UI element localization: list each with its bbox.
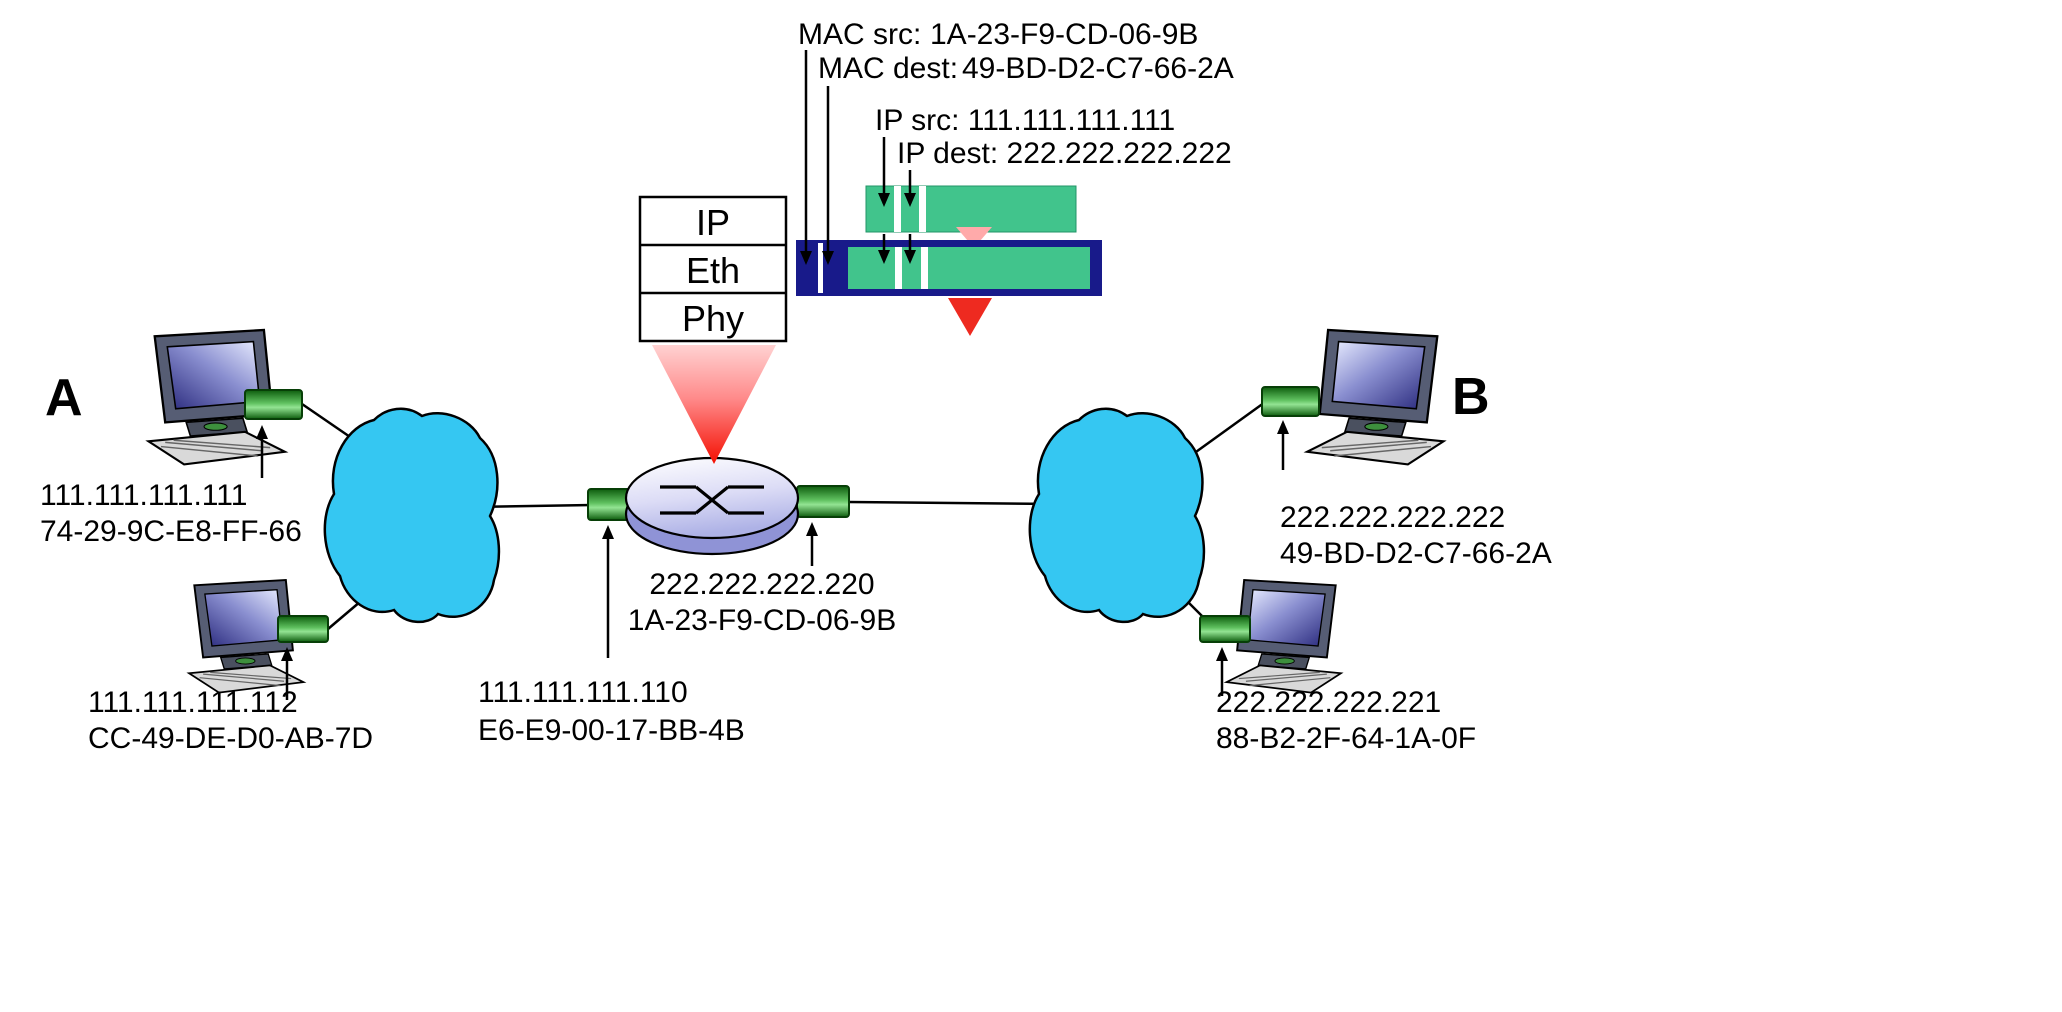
mac-src-value: 1A-23-F9-CD-06-9B xyxy=(930,18,1198,51)
mac-dest-value: 49-BD-D2-C7-66-2A xyxy=(962,52,1234,85)
datagram-field-divider xyxy=(894,186,901,232)
frame-send-arrow-icon xyxy=(948,298,992,336)
frame-field-divider xyxy=(818,243,823,293)
host-b-mac-label: 49-BD-D2-C7-66-2A xyxy=(1280,537,1552,570)
link-router-cloud-right xyxy=(847,500,1061,506)
network-cloud-right-icon xyxy=(1028,407,1206,624)
host-a2-nic-icon xyxy=(277,615,329,643)
host-b-nic-icon xyxy=(1261,386,1320,417)
router-right-ip-label: 222.222.222.220 xyxy=(649,568,874,601)
router-left-ip-label: 111.111.111.110 xyxy=(478,676,688,709)
host-b-letter: B xyxy=(1452,368,1490,426)
stack-layer-phy: Phy xyxy=(682,298,744,339)
mac-dest-label: MAC dest: xyxy=(818,52,958,85)
packet-graphic xyxy=(796,185,1102,336)
host-b2-nic-icon xyxy=(1199,615,1251,643)
router-right-interface-icon xyxy=(796,485,850,518)
host-a-letter: A xyxy=(45,369,83,427)
host-b-computer-icon xyxy=(1305,328,1445,466)
datagram-field-divider xyxy=(919,186,926,232)
router-left-mac-label: E6-E9-00-17-BB-4B xyxy=(478,714,745,747)
annotation-ip-src: IP src: 111.111.111.111 xyxy=(875,104,1175,137)
stack-layer-ip: IP xyxy=(696,202,730,243)
host-b-ip-label: 222.222.222.222 xyxy=(1280,501,1505,534)
host-a-ip-label: 111.111.111.111 xyxy=(40,479,247,512)
annotation-mac-dest: MAC dest:49-BD-D2-C7-66-2A xyxy=(818,52,1234,85)
host-a2-ip-label: 111.111.111.112 xyxy=(88,686,298,719)
host-a-nic-icon xyxy=(244,389,303,420)
annotation-ip-dest: IP dest: 222.222.222.222 xyxy=(897,137,1232,170)
frame-field-divider xyxy=(895,247,902,289)
host-a2-mac-label: CC-49-DE-D0-AB-7D xyxy=(88,722,373,755)
router-right-mac-label: 1A-23-F9-CD-06-9B xyxy=(628,604,896,637)
router-switch-symbol xyxy=(660,485,764,515)
host-b2-ip-label: 222.222.222.221 xyxy=(1216,686,1441,719)
host-b2-mac-label: 88-B2-2F-64-1A-0F xyxy=(1216,722,1476,755)
attention-cone xyxy=(652,345,776,464)
network-cloud-left-icon xyxy=(323,407,501,624)
host-a-mac-label: 74-29-9C-E8-FF-66 xyxy=(40,515,302,548)
frame-field-divider xyxy=(921,247,928,289)
annotation-mac-src: MAC src: 1A-23-F9-CD-06-9B xyxy=(798,18,1198,51)
router-icon xyxy=(624,456,800,556)
encapsulation-arrow-icon xyxy=(956,227,992,248)
protocol-stack: IP Eth Phy xyxy=(638,195,788,343)
stack-layer-eth: Eth xyxy=(686,250,740,291)
mac-src-label: MAC src: xyxy=(798,18,921,51)
